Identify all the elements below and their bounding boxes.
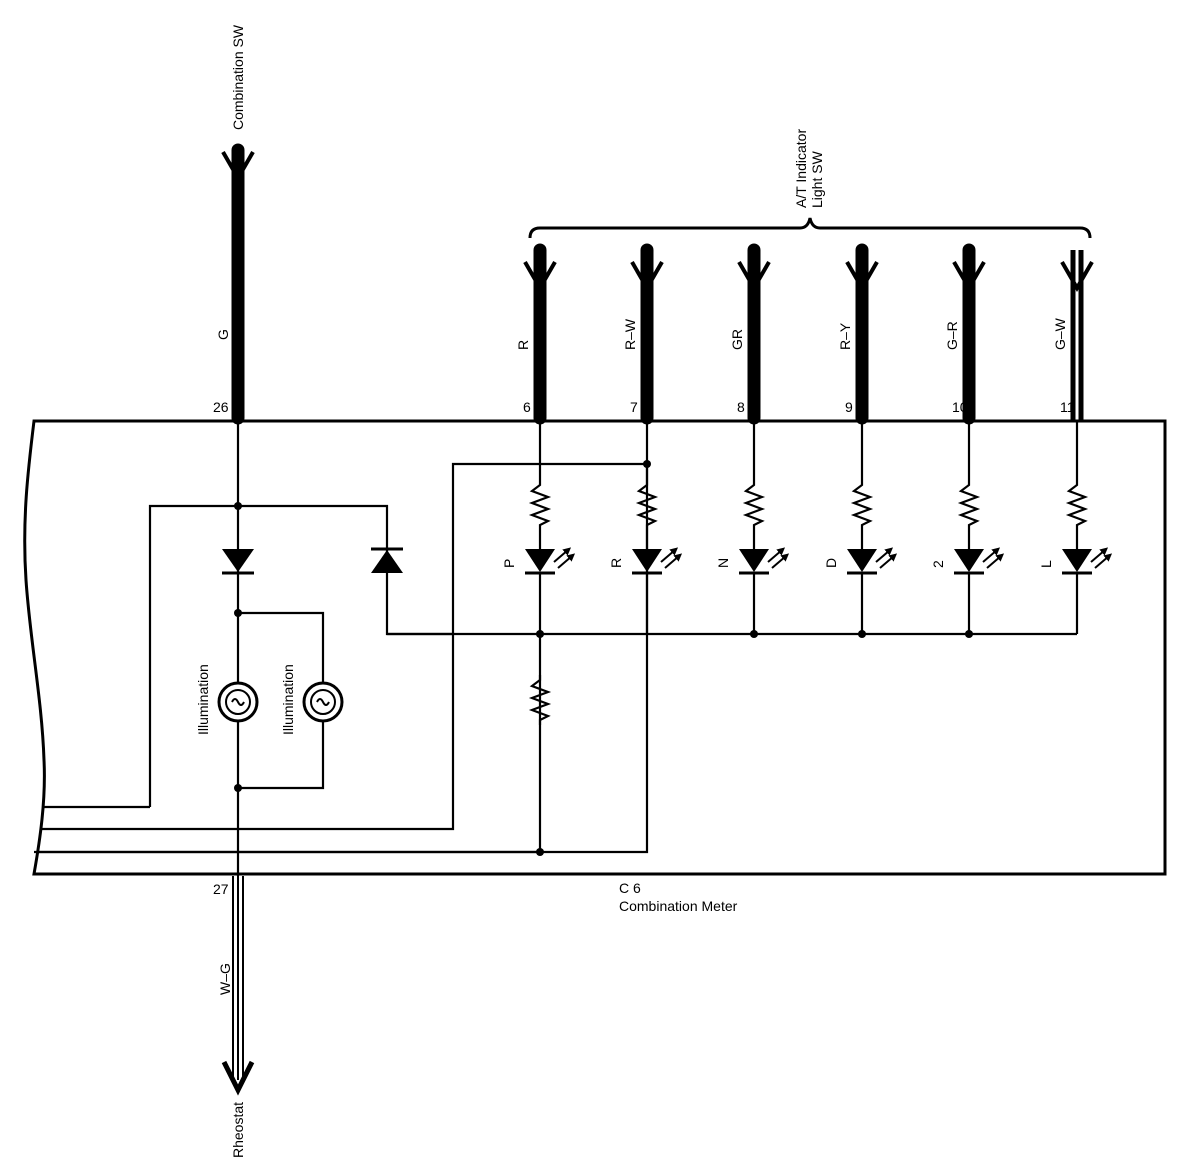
arrow-head — [1060, 261, 1094, 293]
led-label: L — [1038, 560, 1054, 568]
top-wire-color: G — [215, 329, 231, 340]
resistor — [850, 480, 874, 549]
rheostat-label: Rheostat — [230, 1102, 246, 1158]
led-ray — [660, 547, 679, 563]
indicator-wire-color: R–Y — [837, 322, 853, 350]
resistor — [528, 480, 552, 549]
resistor — [742, 480, 766, 549]
diode-branch — [371, 550, 403, 573]
indicator-wire-color: G–W — [1052, 317, 1068, 350]
indicator-wire-pin: 11 — [1060, 399, 1075, 415]
indicator-channel-2: G–R 10 2 — [930, 243, 1005, 634]
led-label: N — [715, 558, 731, 568]
lamp-2 — [302, 681, 344, 723]
indicator-switch-label-1: A/T Indicator — [793, 129, 809, 208]
indicator-wire-color: R–W — [622, 318, 638, 350]
indicator-wire-pin: 9 — [845, 399, 853, 415]
resistor — [635, 480, 659, 549]
led-common-bus — [387, 630, 1077, 852]
indicator-channel-N: GR 8N — [715, 243, 790, 634]
wire-rheostat — [221, 876, 255, 1096]
led — [1062, 549, 1092, 572]
lamp-1-label: Illumination — [195, 664, 211, 735]
led-label: R — [608, 558, 624, 568]
indicator-wire-color: R — [515, 340, 531, 350]
led-ray — [767, 547, 786, 563]
indicator-channel-P: R 6P — [501, 243, 576, 634]
resistor — [1065, 480, 1089, 549]
resistor-common — [528, 675, 552, 725]
arrow-head — [952, 261, 986, 293]
led-label: D — [823, 558, 839, 568]
led-ray — [982, 547, 1001, 563]
lamp-1 — [217, 681, 259, 723]
indicator-wire-pin: 7 — [630, 399, 638, 415]
led-label: 2 — [930, 560, 946, 568]
indicator-wire-pin: 6 — [523, 399, 531, 415]
led-ray — [1090, 547, 1109, 563]
led — [632, 549, 662, 572]
indicator-channel-D: R–Y 9D — [823, 243, 898, 634]
resistor — [957, 480, 981, 549]
component-name: Combination Meter — [619, 898, 738, 914]
lamp-2-label: Illumination — [280, 664, 296, 735]
arrow-head — [523, 261, 557, 293]
led-ray — [557, 553, 576, 569]
led-ray — [875, 547, 894, 563]
arrow-head — [845, 261, 879, 293]
indicator-wire-color: GR — [729, 329, 745, 350]
led-ray — [986, 553, 1005, 569]
meter-outline — [23, 419, 1167, 876]
bottom-wire-pin: 27 — [213, 881, 229, 897]
indicator-brace — [528, 217, 1092, 239]
led — [739, 549, 769, 572]
wire-combination-sw — [221, 143, 255, 425]
return-lines — [34, 460, 651, 856]
component-id: C 6 — [619, 880, 641, 896]
arrow-head — [737, 261, 771, 293]
led — [954, 549, 984, 572]
indicator-wire-pin: 10 — [952, 399, 968, 415]
bottom-wire-color: W–G — [217, 963, 233, 995]
indicator-wire-pin: 8 — [737, 399, 745, 415]
indicator-wire-color: G–R — [944, 321, 960, 350]
led-ray — [879, 553, 898, 569]
diode-main — [222, 549, 254, 572]
led-label: P — [501, 559, 517, 568]
arrow-head — [630, 261, 664, 293]
led — [525, 549, 555, 572]
top-wire-pin: 26 — [213, 399, 229, 415]
illumination-circuit — [44, 421, 453, 876]
led-ray — [1094, 553, 1113, 569]
combination-sw-label: Combination SW — [230, 24, 246, 130]
led-ray — [553, 547, 572, 563]
indicator-switch-label-2: Light SW — [809, 150, 825, 208]
led-ray — [771, 553, 790, 569]
led-ray — [664, 553, 683, 569]
indicator-channel-R: R–W 7R — [608, 243, 683, 634]
indicator-channel-L: G–W 11L — [1038, 250, 1113, 634]
led — [847, 549, 877, 572]
